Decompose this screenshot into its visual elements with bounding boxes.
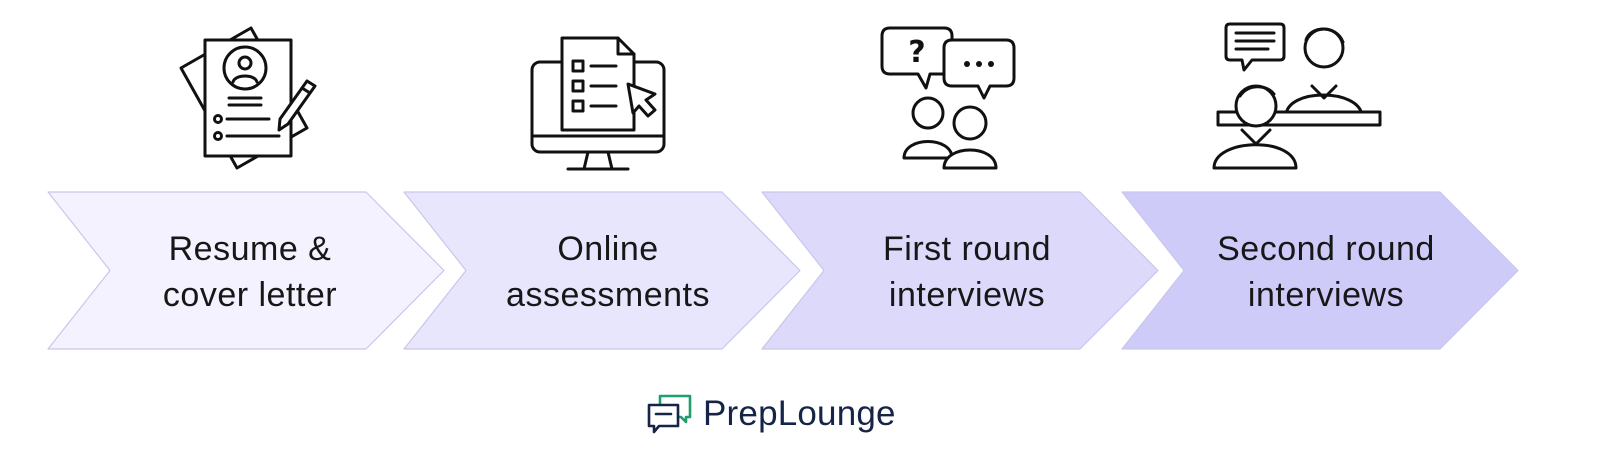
svg-text:?: ?	[908, 35, 925, 70]
preplounge-brand: PrepLounge	[645, 390, 896, 438]
interview-desk-icon	[1210, 18, 1390, 178]
conversation-icon: ?	[866, 18, 1046, 178]
chevron-step-1	[47, 191, 445, 350]
brand-name: PrepLounge	[703, 394, 896, 433]
chevron-step-3	[761, 191, 1159, 350]
preplounge-chat-logo-icon	[645, 392, 695, 436]
chevron-step-4	[1121, 191, 1519, 350]
resume-icon	[157, 18, 337, 178]
chevron-step-2	[403, 191, 801, 350]
computer-assessment-icon	[510, 18, 690, 178]
